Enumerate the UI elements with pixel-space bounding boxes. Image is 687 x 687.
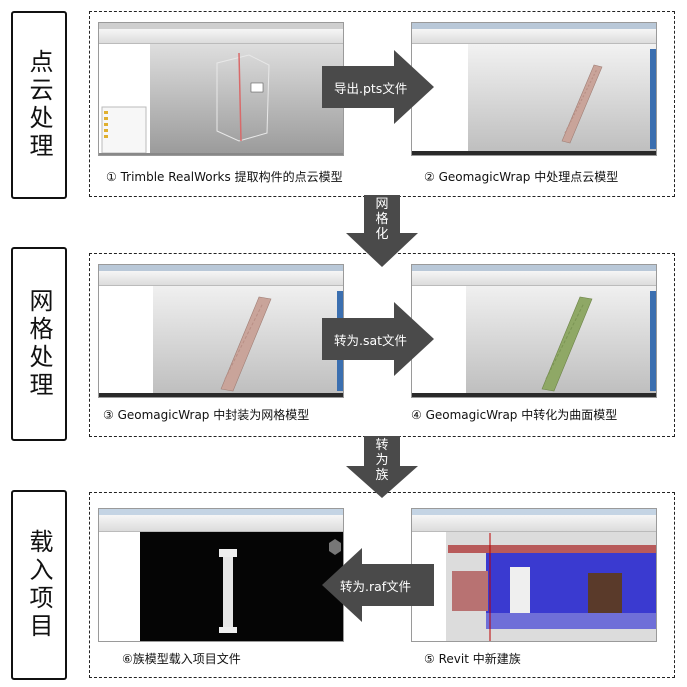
caption-4: ④ GeomagicWrap 中转化为曲面模型 [411, 408, 618, 422]
screenshot-geomagic-points [411, 22, 657, 156]
caption-5: ⑥族模型载入项目文件 [122, 652, 241, 666]
stage-label-mesh: 网格处理 [25, 288, 53, 400]
caption-3: ③ GeomagicWrap 中封装为网格模型 [103, 408, 310, 422]
arrow-label-convert-raf: 转为.raf文件 [340, 579, 412, 594]
arrow-meshing: 网 格 化 [346, 195, 418, 267]
screenshot-revit-project [98, 508, 344, 642]
arrow-convert-sat: 转为.sat文件 [322, 302, 434, 376]
stage-load-project: 载入项目 [11, 490, 67, 680]
screenshot-geomagic-surface [411, 264, 657, 398]
arrow-export-pts: 导出.pts文件 [322, 50, 434, 124]
stage-point-cloud: 点云处理 [11, 11, 67, 199]
stage-mesh: 网格处理 [11, 247, 67, 441]
arrow-label-meshing: 网 格 化 [375, 197, 389, 242]
caption-2: ② GeomagicWrap 中处理点云模型 [424, 170, 619, 184]
screenshot-geomagic-mesh [98, 264, 344, 398]
screenshot-realworks [98, 22, 344, 156]
arrow-label-export-pts: 导出.pts文件 [334, 81, 408, 96]
arrow-to-family: 转 为 族 [346, 436, 418, 498]
arrow-label-to-family: 转 为 族 [375, 438, 389, 483]
arrow-label-convert-sat: 转为.sat文件 [334, 333, 408, 348]
screenshot-revit-family [411, 508, 657, 642]
stage-label-load-project: 载入项目 [25, 529, 53, 641]
caption-6: ⑤ Revit 中新建族 [424, 652, 521, 666]
arrow-convert-raf: 转为.raf文件 [322, 548, 434, 622]
stage-label-point-cloud: 点云处理 [25, 49, 53, 161]
caption-1: ① Trimble RealWorks 提取构件的点云模型 [106, 170, 343, 184]
